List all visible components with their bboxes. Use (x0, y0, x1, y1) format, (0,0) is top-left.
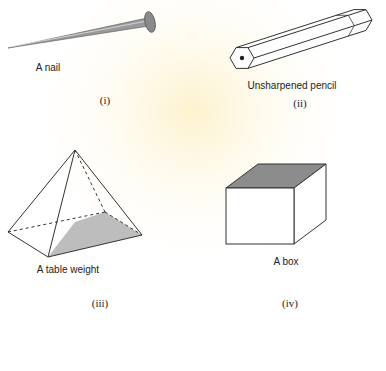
nail-drawing (8, 11, 157, 48)
object-label: A box (273, 256, 298, 268)
pencil-drawing (230, 10, 372, 69)
figure-number: (iv) (282, 297, 298, 309)
figure-number: (i) (100, 94, 110, 106)
figure-number: (ii) (293, 97, 306, 109)
object-label: Unsharpened pencil (248, 80, 337, 92)
object-label: A nail (36, 62, 60, 74)
figure-number: (iii) (92, 297, 109, 309)
box-drawing (226, 164, 326, 244)
object-label: A table weight (37, 264, 99, 276)
pyramid-drawing (8, 150, 142, 257)
